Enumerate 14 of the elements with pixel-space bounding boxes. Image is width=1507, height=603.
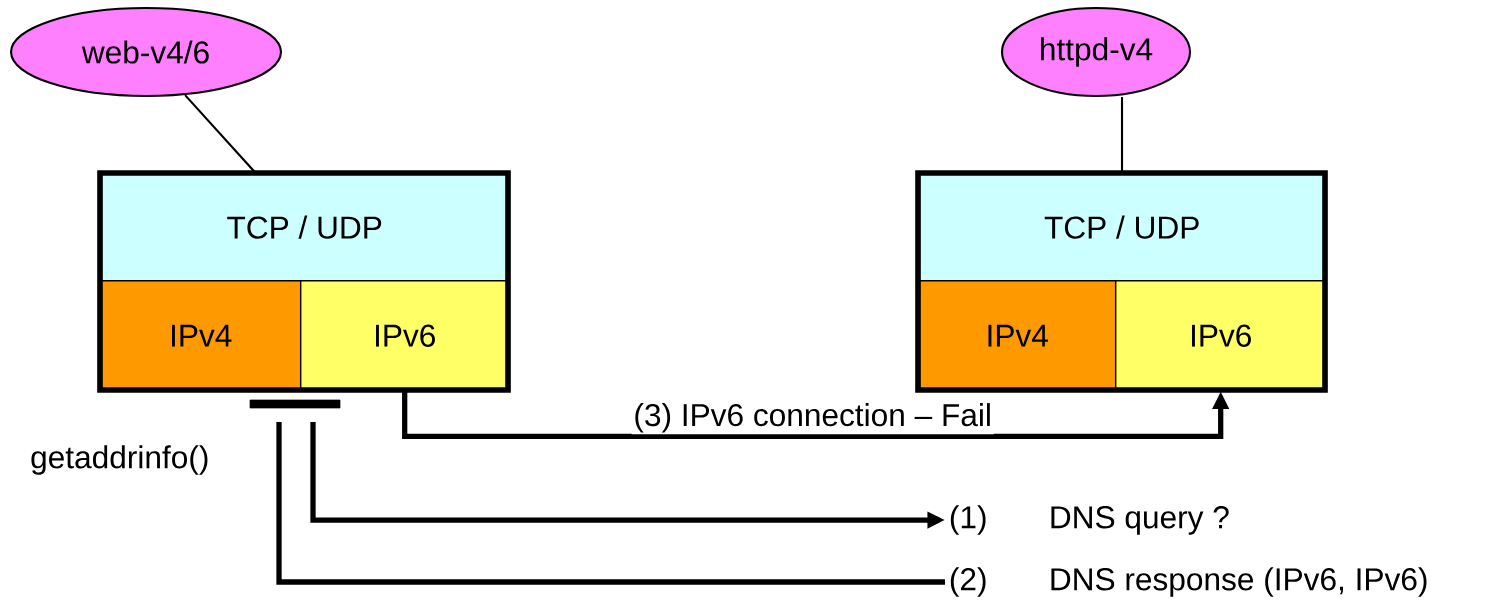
edge-label: (3) IPv6 connection – Fail — [631, 401, 994, 435]
layer-box: IPv4 — [100, 280, 302, 392]
layer-box: IPv6 — [1115, 280, 1327, 392]
layer-box: IPv4 — [918, 280, 1117, 392]
step-text: (1) DNS query ? — [950, 505, 1229, 535]
layer-box: TCP / UDP — [100, 173, 510, 282]
connector-line — [1120, 97, 1124, 173]
function-name: getaddrinfo() — [31, 445, 208, 475]
layer-box: IPv6 — [300, 280, 510, 392]
function-bar — [249, 399, 341, 409]
step-text: (2) DNS response (IPv6, IPv6) — [950, 567, 1427, 597]
layer-box: TCP / UDP — [918, 173, 1327, 282]
connector-line — [184, 94, 257, 174]
response-line — [276, 422, 945, 585]
